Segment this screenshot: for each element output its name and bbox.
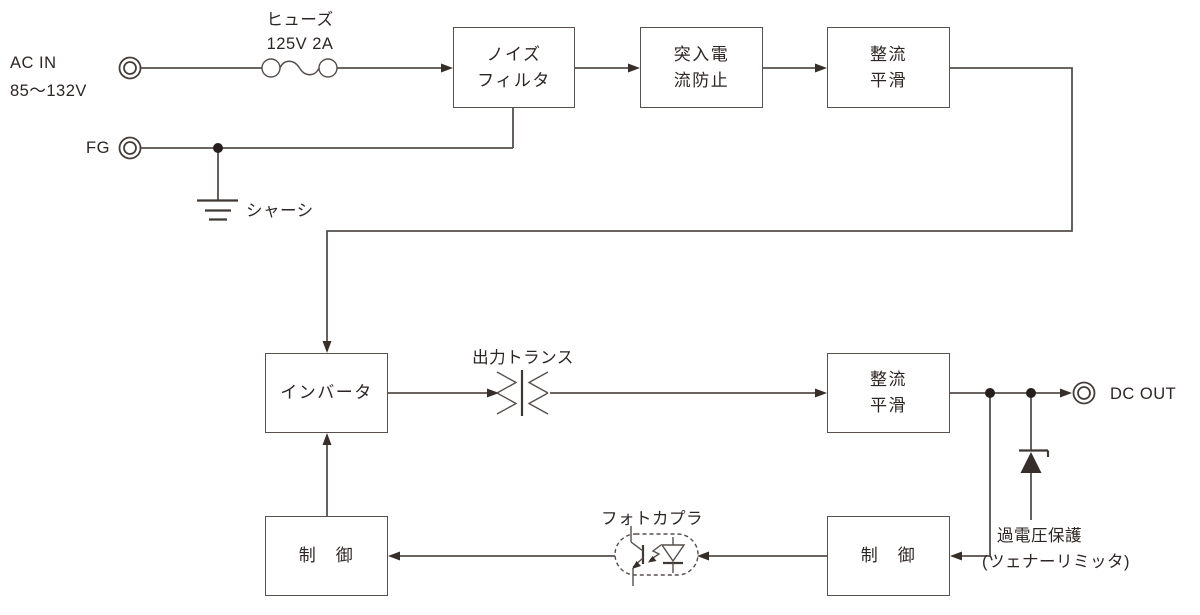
arrow-into-inrush (628, 63, 640, 73)
chassis-ground-icon (197, 199, 238, 221)
ac-in-label: AC IN 85〜132V (10, 54, 87, 100)
photocoupler-label: フォトカプラ (601, 510, 703, 528)
dc-out-label: DC OUT (1110, 385, 1177, 403)
block-control-secondary-label: 制 御 (860, 546, 917, 565)
junction-dot-output1 (985, 388, 995, 398)
arrow-into-transformer (487, 388, 499, 398)
fuse-rating-label: 125V 2A (266, 35, 334, 53)
photocoupler-icon (614, 526, 699, 586)
fg-label: FG (86, 139, 110, 157)
arrow-into-control1 (388, 551, 400, 561)
arrow-into-inverter-bottom (322, 433, 332, 445)
block-control-primary-label: 制 御 (298, 546, 355, 565)
wire-feedback-to-control (962, 393, 991, 557)
arrow-into-dcout (1060, 388, 1072, 398)
dc-out-connector-icon (1072, 381, 1096, 405)
block-rectifier-smoothing-output: 整流 平滑 (827, 353, 950, 433)
chassis-label: シャーシ (246, 202, 314, 220)
arrow-into-photocoupler (697, 551, 709, 561)
block-control-secondary: 制 御 (827, 516, 950, 596)
arrow-into-control2 (950, 551, 962, 561)
block-rectifier-smoothing-input-label: 整流 平滑 (870, 44, 907, 90)
arrow-into-inverter-top (322, 341, 332, 353)
junction-dot-fg (213, 143, 223, 153)
block-inverter-label: インバータ (280, 383, 373, 402)
arrow-into-noise-filter (441, 63, 453, 73)
fuse-name-label: ヒューズ (266, 11, 334, 29)
block-noise-filter-label: ノイズ フィルタ (477, 44, 551, 90)
block-rectifier-smoothing-input: 整流 平滑 (827, 27, 950, 108)
block-control-primary: 制 御 (265, 516, 388, 596)
arrow-into-rectifier1 (815, 63, 827, 73)
block-inverter: インバータ (265, 353, 388, 433)
wire-rectifier-to-inverter (326, 67, 1073, 343)
wire-fg-to-noisefilter (141, 108, 514, 149)
zener-diode-icon (1019, 449, 1050, 473)
overvoltage-label-line2: (ツェナーリミッタ) (982, 553, 1130, 571)
fuse-icon (261, 58, 338, 78)
ac-in-connector-icon (118, 56, 142, 80)
arrowheads (322, 63, 1072, 561)
arrow-into-rectifier2 (815, 388, 827, 398)
overvoltage-label-line1: 過電圧保護 (997, 527, 1082, 545)
block-rectifier-smoothing-output-label: 整流 平滑 (870, 370, 907, 415)
junction-dot-output2 (1026, 388, 1036, 398)
fg-connector-icon (118, 136, 142, 160)
block-inrush-protection: 突入電 流防止 (640, 27, 763, 108)
transformer-icon (496, 370, 549, 416)
block-inrush-protection-label: 突入電 流防止 (673, 44, 730, 90)
block-noise-filter: ノイズ フィルタ (453, 27, 575, 108)
output-transformer-label: 出力トランス (472, 349, 574, 367)
